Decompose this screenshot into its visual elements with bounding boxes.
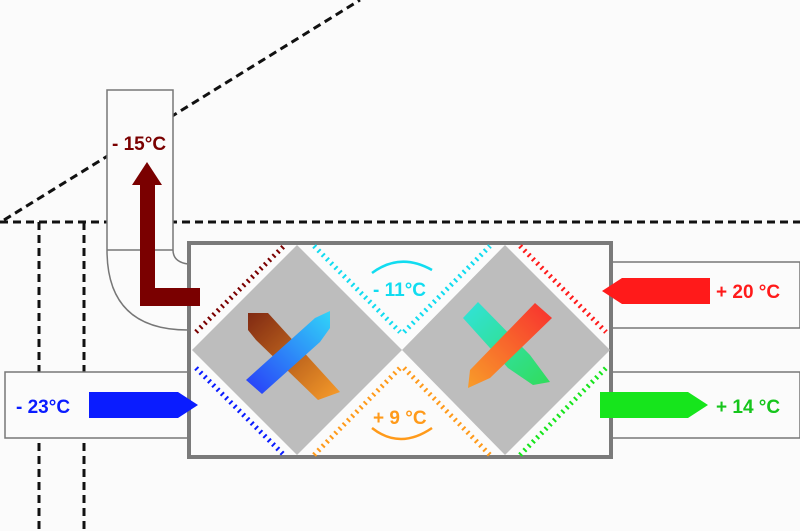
bottom-right-flow-hatch xyxy=(402,366,492,457)
bottom-circulation-arc-icon xyxy=(371,426,433,441)
return-air-arrow xyxy=(602,278,710,304)
left-core-arrows xyxy=(246,311,340,400)
bottom-left-flow-hatch xyxy=(312,366,402,457)
supply-flow-hatch xyxy=(518,366,608,457)
right-core-arrows xyxy=(463,302,552,388)
fresh-air-temp-label: - 23°C xyxy=(16,397,70,418)
exhaust-arrow xyxy=(132,162,200,306)
intermediate-bottom-temp-label: + 9 °C xyxy=(373,408,427,429)
fresh-air-arrow xyxy=(89,392,198,418)
top-right-flow-hatch xyxy=(402,244,492,334)
return-flow-hatch xyxy=(518,244,608,334)
supply-air-temp-label: + 14 °C xyxy=(716,397,780,418)
return-air-temp-label: + 20 °C xyxy=(716,282,780,303)
flow-hatches xyxy=(194,244,608,457)
intermediate-top-temp-label: - 11°C xyxy=(373,280,426,301)
fresh-flow-hatch xyxy=(194,366,286,457)
top-circulation-arc-icon xyxy=(371,260,433,275)
fresh-flow-arrow xyxy=(246,311,330,394)
warm-flow-arrow xyxy=(468,303,552,388)
exhaust-flow-hatch xyxy=(194,244,286,334)
supply-air-arrow xyxy=(600,392,708,418)
roof-line xyxy=(3,0,361,222)
top-left-flow-hatch xyxy=(312,244,402,334)
exhaust-temp-label: - 15°C xyxy=(112,134,166,155)
